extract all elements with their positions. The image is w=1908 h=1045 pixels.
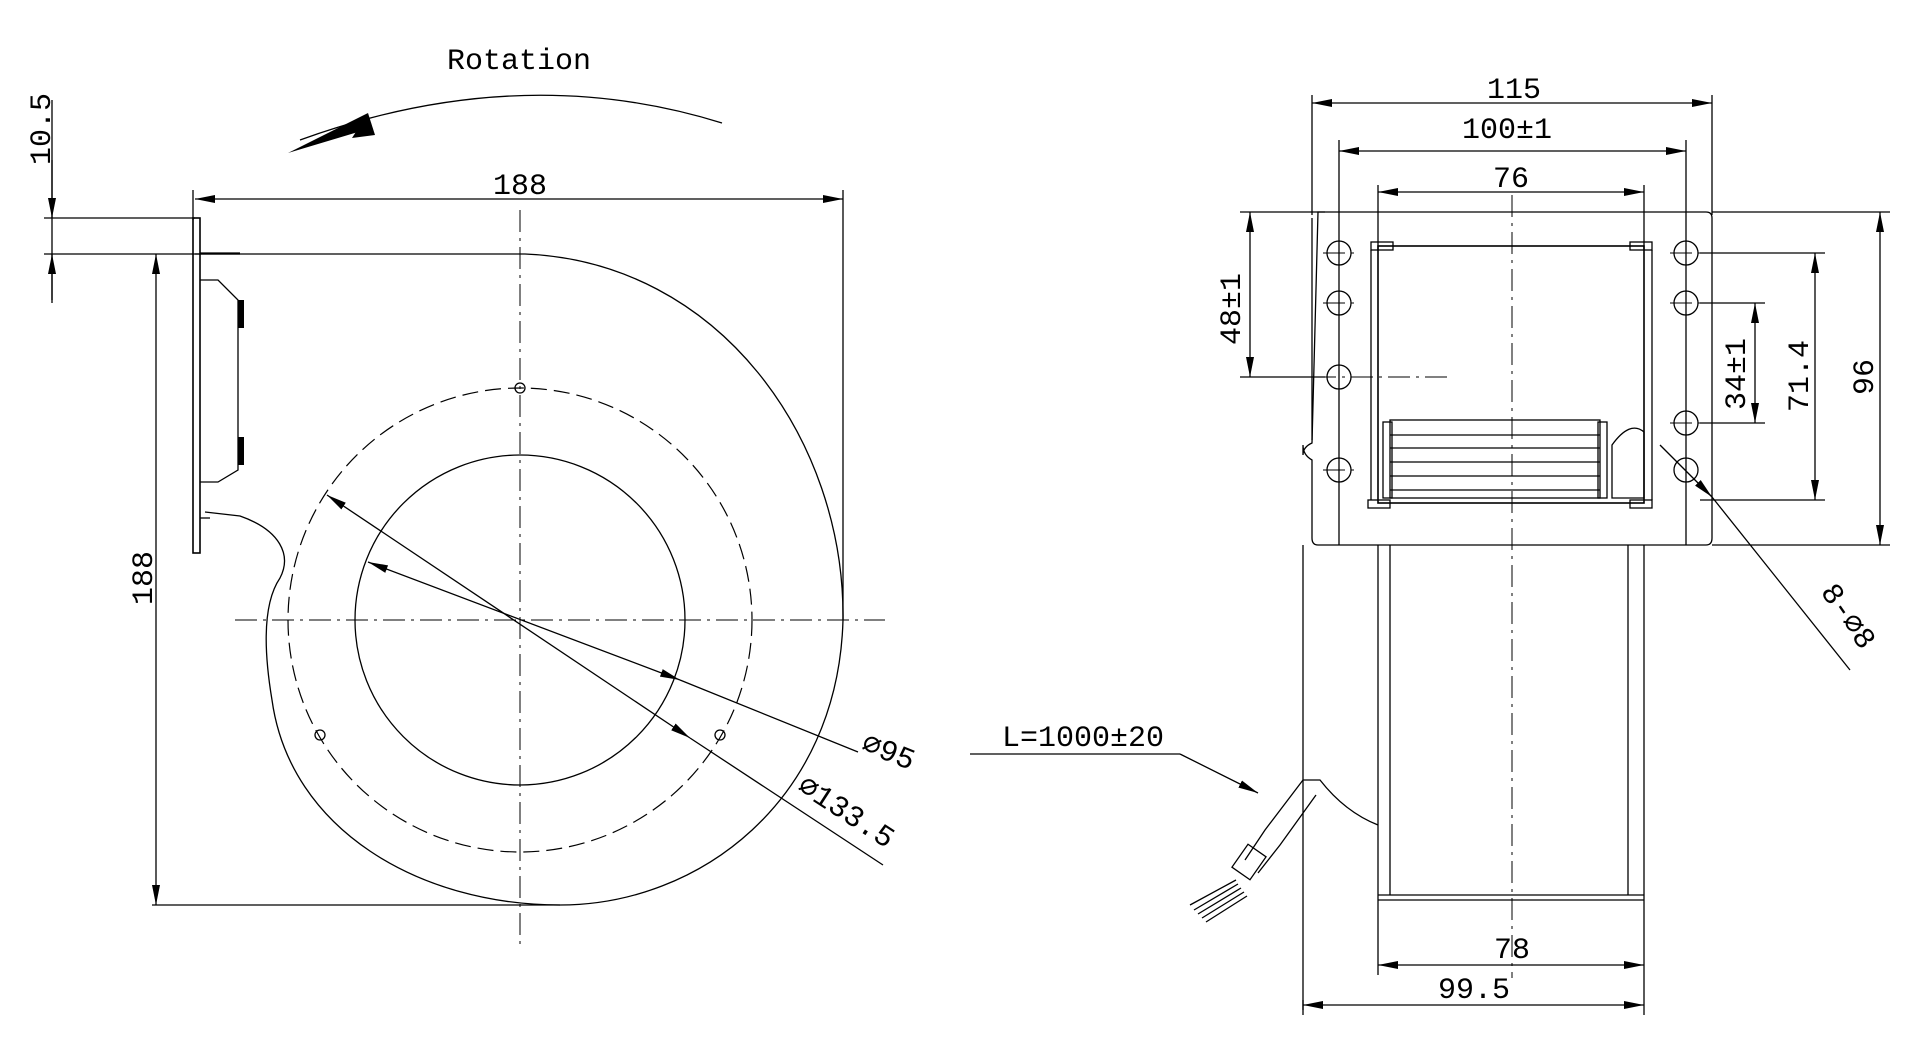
left-height-dimension bbox=[152, 254, 560, 906]
height-71-dimension bbox=[1700, 252, 1825, 501]
flange-thickness-label: 10.5 bbox=[26, 93, 60, 165]
cable-length-leader bbox=[970, 753, 1259, 794]
dia-95-leader bbox=[367, 561, 859, 753]
height-34-dimension bbox=[1700, 302, 1765, 424]
side-flange-plate bbox=[1302, 211, 1713, 546]
side-view: 115 100±1 76 bbox=[1189, 74, 1890, 1015]
dia-133-label: ⌀133.5 bbox=[791, 770, 900, 857]
width-76-dimension bbox=[1377, 185, 1645, 250]
dia-95-label: ⌀95 bbox=[856, 728, 919, 780]
height-71-label: 71.4 bbox=[1784, 340, 1818, 412]
width-99-dimension bbox=[1302, 975, 1645, 1015]
top-width-dimension bbox=[192, 190, 844, 620]
width-115-label: 115 bbox=[1487, 74, 1541, 108]
scroll-housing bbox=[195, 253, 844, 906]
height-96-dimension bbox=[1712, 211, 1890, 546]
width-99-label: 99.5 bbox=[1438, 974, 1510, 1008]
outlet-opening bbox=[1367, 241, 1653, 509]
width-78-label: 78 bbox=[1494, 934, 1530, 968]
cable-length-label: L=1000±20 bbox=[1002, 722, 1164, 756]
holes-label: 8-⌀8 bbox=[1812, 578, 1881, 657]
left-height-label: 188 bbox=[128, 551, 162, 605]
mount-hole-left bbox=[314, 729, 326, 741]
width-78-dimension bbox=[1377, 900, 1645, 975]
height-48-label: 48±1 bbox=[1216, 273, 1250, 345]
height-48-dimension bbox=[1240, 211, 1325, 378]
width-115-dimension bbox=[1311, 95, 1713, 215]
holes-leader bbox=[1659, 444, 1851, 671]
rotation-arrow bbox=[288, 94, 723, 153]
cable bbox=[1189, 779, 1317, 923]
width-100-dimension bbox=[1338, 140, 1687, 545]
width-100-label: 100±1 bbox=[1462, 114, 1552, 148]
mounting-flange bbox=[192, 217, 244, 554]
mount-hole-r4 bbox=[1673, 457, 1699, 483]
mount-hole-right bbox=[714, 729, 726, 741]
flange-thickness-dimension bbox=[44, 100, 240, 303]
height-34-label: 34±1 bbox=[1721, 338, 1755, 410]
width-76-label: 76 bbox=[1493, 163, 1529, 197]
top-width-label: 188 bbox=[493, 170, 547, 204]
height-96-label: 96 bbox=[1849, 359, 1883, 395]
front-view: Rotation 10.5 188 188 bbox=[26, 45, 919, 945]
impeller-motor bbox=[1382, 419, 1645, 499]
mount-hole-top bbox=[514, 382, 526, 394]
rotation-label: Rotation bbox=[447, 45, 591, 79]
side-housing-body bbox=[1302, 545, 1645, 1010]
dia-133-leader bbox=[326, 494, 884, 866]
